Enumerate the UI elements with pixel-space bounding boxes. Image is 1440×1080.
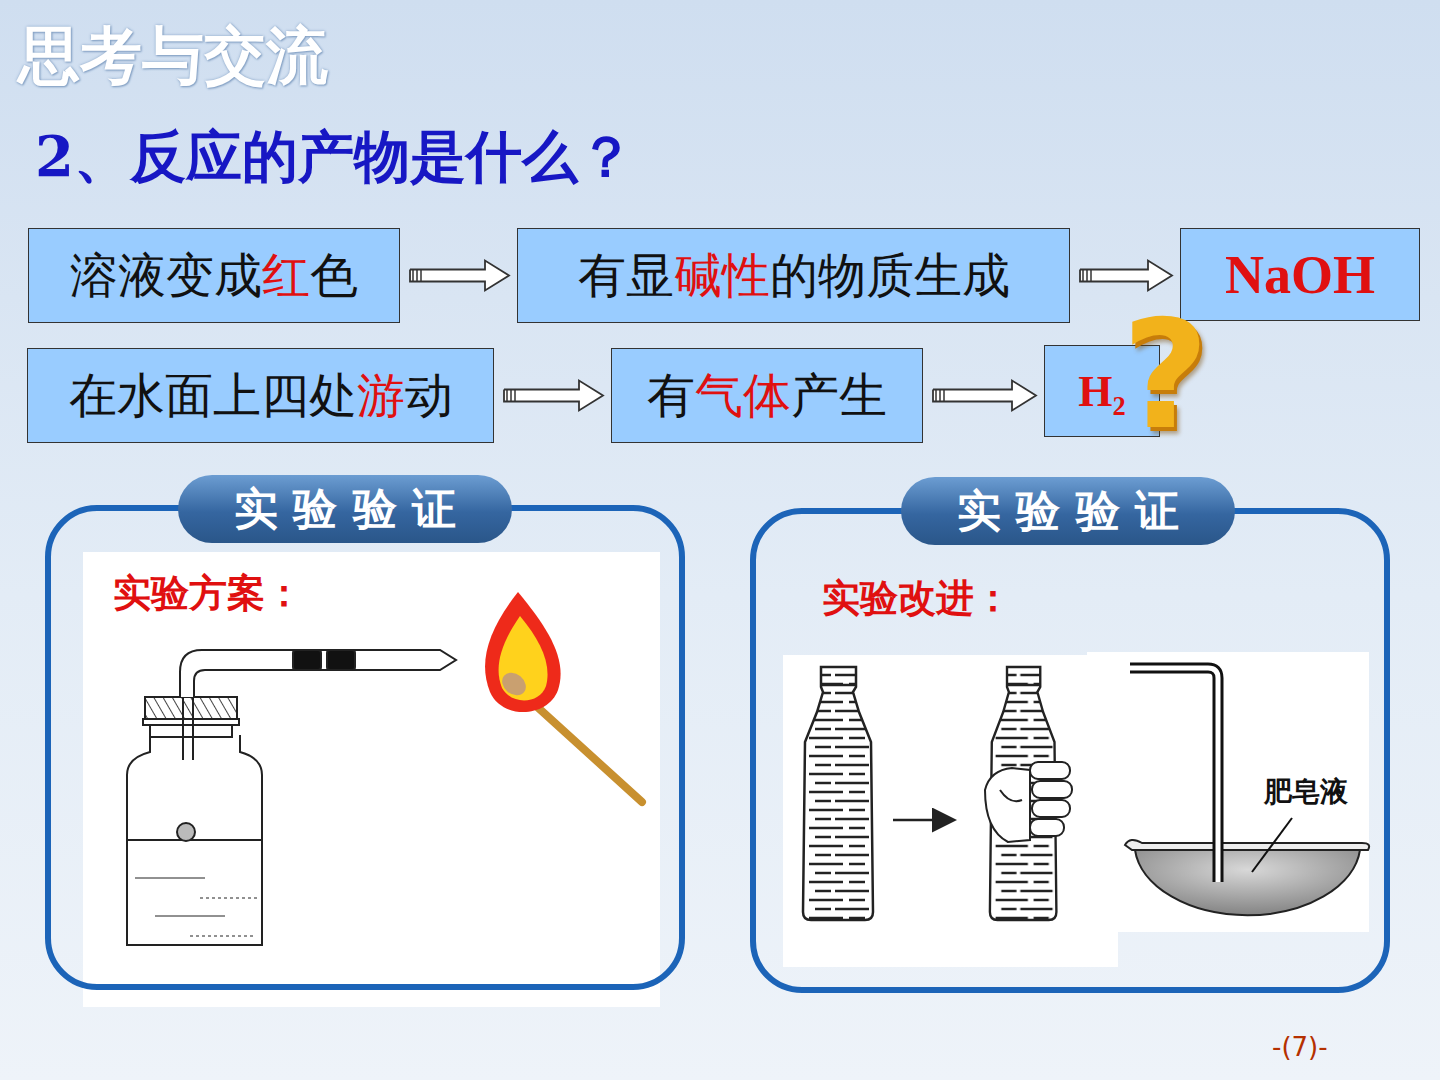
part-label: 肥皂液 [1264, 778, 1348, 806]
hollow-arrow [933, 381, 1036, 411]
process-box: 有气体产生 [611, 348, 923, 443]
text-run: NaOH [1225, 245, 1375, 305]
arrow-tick [420, 270, 422, 282]
text-run: 溶液变成 [70, 247, 262, 303]
arrow-tick [939, 390, 941, 402]
arrow-tick [510, 390, 512, 402]
arrow-tick [514, 390, 516, 402]
connector [1080, 261, 1172, 291]
burning-match [485, 592, 642, 802]
plastic-bottle [803, 667, 873, 920]
text-run: 在水面上四处 [69, 367, 357, 423]
arrow-tick [416, 270, 418, 282]
text-run: 的物质生成 [770, 247, 1010, 303]
arrow-tick [506, 390, 508, 402]
box-text: 有显碱性的物质生成 [578, 244, 1010, 308]
question-heading: 2、反应的产物是什么？ [35, 128, 634, 184]
text-run: 游 [357, 367, 405, 423]
squeezed-bottle [985, 667, 1072, 920]
arrow-tick [935, 390, 937, 402]
hollow-arrow [1080, 261, 1172, 291]
arrow-tick [943, 390, 945, 402]
text-run: 碱性 [674, 247, 770, 303]
box-text: 在水面上四处游动 [69, 364, 453, 428]
gas-bottle [127, 650, 456, 945]
hollow-arrow [410, 261, 509, 291]
box-text: NaOH [1225, 244, 1375, 306]
question-mark-icon: ? [1122, 300, 1209, 450]
text-run: 色 [310, 247, 358, 303]
arrow-tick [1082, 270, 1084, 282]
slide-title: 思考与交流 [18, 14, 328, 98]
arrow-tick [1090, 270, 1092, 282]
text-run: 产生 [791, 367, 887, 423]
page-number: -(7)- [1272, 1034, 1328, 1060]
connector [410, 261, 509, 291]
box-text: 有气体产生 [647, 364, 887, 428]
leader-line [1252, 818, 1292, 872]
box-text: 溶液变成红色 [70, 244, 358, 308]
soap-dish [1125, 668, 1369, 915]
figure-card [783, 655, 1118, 967]
arrow-tick [1086, 270, 1088, 282]
process-box: 有显碱性的物质生成 [517, 228, 1070, 323]
text-run: 气体 [695, 367, 791, 423]
process-box: NaOH [1180, 228, 1420, 321]
figure-card [1087, 652, 1369, 932]
process-arrow [893, 819, 952, 822]
text-run: 有 [647, 367, 695, 423]
process-box: 在水面上四处游动 [27, 348, 494, 443]
panel-subtitle: 实验方案： [113, 569, 303, 617]
text-run: 动 [405, 367, 453, 423]
process-box: 溶液变成红色 [28, 228, 400, 323]
panel-header: 实 验 验 证 [901, 477, 1235, 545]
text-run: H₂ [1078, 367, 1125, 416]
hollow-arrow [504, 381, 603, 411]
box-text: H₂ [1078, 366, 1125, 417]
experiment-panel: 实 验 验 证实验方案： [45, 505, 685, 990]
text-run: 红 [262, 247, 310, 303]
panel-header: 实 验 验 证 [178, 475, 512, 543]
experiment-panel: 实 验 验 证实验改进： [750, 508, 1390, 993]
text-run: 有显 [578, 247, 674, 303]
arrow-tick [412, 270, 414, 282]
connector [933, 381, 1036, 411]
figure-card [83, 552, 660, 1007]
panel-subtitle: 实验改进： [822, 574, 1012, 622]
connector [504, 381, 603, 411]
